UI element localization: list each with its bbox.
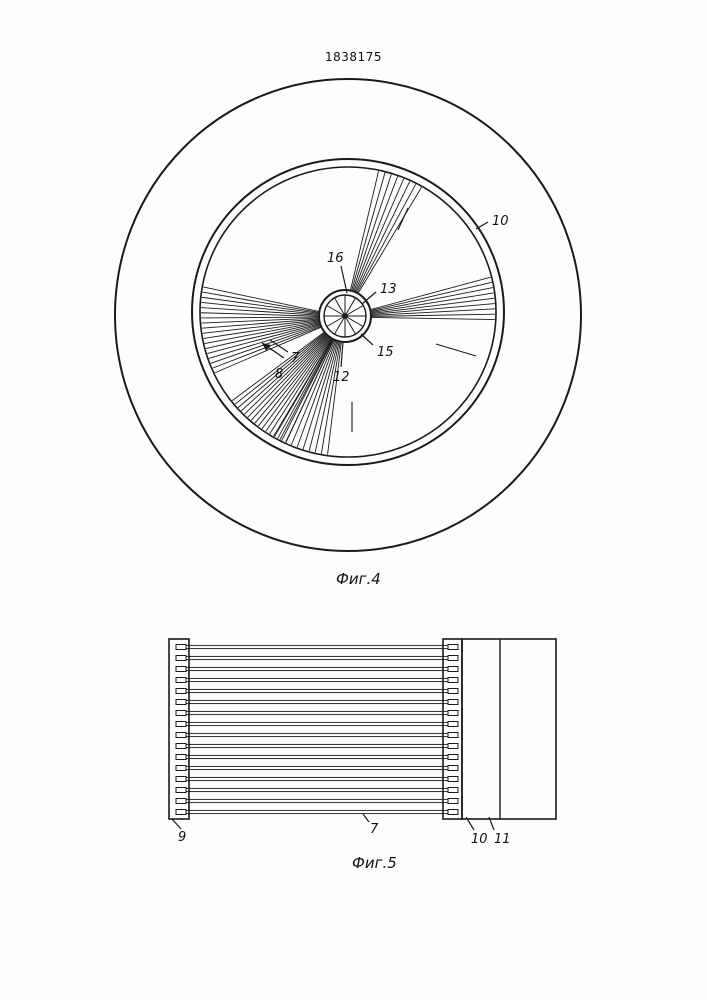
tube-4 bbox=[186, 678, 448, 681]
leader-7b bbox=[363, 814, 369, 822]
leader-9 bbox=[172, 819, 181, 829]
tube-left-fitting-1 bbox=[176, 645, 186, 650]
label-13: 13 bbox=[380, 282, 397, 297]
tube-left-fitting-9 bbox=[176, 733, 186, 738]
tube-spoke-31 bbox=[209, 325, 320, 359]
tube-left-fitting-14 bbox=[176, 788, 186, 793]
tube-spoke-38 bbox=[355, 179, 404, 291]
tube-left-fitting-5 bbox=[176, 689, 186, 694]
tube-right-fitting-2 bbox=[448, 656, 458, 661]
tube-right-fitting-8 bbox=[448, 722, 458, 727]
tube-left-fitting-8 bbox=[176, 722, 186, 727]
label-7: 7 bbox=[291, 351, 300, 366]
tube-2 bbox=[186, 656, 448, 659]
tube-spoke-30 bbox=[207, 324, 319, 354]
tube-spoke-42 bbox=[351, 171, 379, 289]
tube-right-fitting-12 bbox=[448, 766, 458, 771]
tube-1 bbox=[186, 645, 448, 648]
figure-4: 10 16 13 15 12 7 8 Фиг.4 bbox=[115, 79, 581, 588]
tube-spoke-61 bbox=[328, 343, 342, 455]
tube-16 bbox=[186, 810, 448, 813]
tube-spoke-60 bbox=[321, 343, 340, 454]
spoke-marker-2 bbox=[436, 344, 476, 356]
tube-left-fitting-16 bbox=[176, 810, 186, 815]
tube-right-fitting-3 bbox=[448, 667, 458, 672]
leader-15 bbox=[361, 334, 373, 345]
label-10b: 10 bbox=[471, 832, 488, 847]
tube-array bbox=[176, 645, 458, 815]
label-8: 8 bbox=[275, 367, 283, 382]
label-7b: 7 bbox=[370, 822, 379, 837]
tube-spoke-35 bbox=[359, 187, 422, 292]
tube-15 bbox=[186, 799, 448, 802]
tube-right-fitting-13 bbox=[448, 777, 458, 782]
tube-left-fitting-6 bbox=[176, 700, 186, 705]
tube-spoke-19 bbox=[202, 297, 318, 313]
tube-spoke-46 bbox=[372, 304, 495, 315]
tube-spoke-14 bbox=[278, 340, 332, 439]
label-9: 9 bbox=[178, 830, 186, 845]
tube-right-fitting-14 bbox=[448, 788, 458, 793]
figure-5-caption: Фиг.5 bbox=[352, 854, 397, 872]
tube-spoke-37 bbox=[356, 181, 409, 291]
tube-right-fitting-4 bbox=[448, 678, 458, 683]
tube-spoke-18 bbox=[202, 292, 318, 312]
tube-right-fitting-16 bbox=[448, 810, 458, 815]
label-12: 12 bbox=[333, 370, 350, 385]
tube-right-fitting-1 bbox=[448, 645, 458, 650]
tube-left-fitting-12 bbox=[176, 766, 186, 771]
label-16: 16 bbox=[327, 251, 344, 266]
tube-right-fitting-7 bbox=[448, 711, 458, 716]
tube-spoke-39 bbox=[354, 176, 397, 290]
tube-7 bbox=[186, 711, 448, 714]
leader-16 bbox=[341, 266, 347, 293]
housing-block bbox=[462, 639, 556, 819]
tube-spoke-40 bbox=[353, 174, 391, 290]
tube-left-fitting-2 bbox=[176, 656, 186, 661]
tube-6 bbox=[186, 700, 448, 703]
tube-spoke-23 bbox=[201, 317, 318, 318]
tube-11 bbox=[186, 755, 448, 758]
tube-left-fitting-3 bbox=[176, 667, 186, 672]
tube-3 bbox=[186, 667, 448, 670]
tube-spoke-17 bbox=[203, 287, 318, 311]
figure-5: 9 7 10 11 Фиг.5 bbox=[169, 639, 556, 872]
tube-right-fitting-6 bbox=[448, 700, 458, 705]
tube-spoke-43 bbox=[372, 317, 495, 319]
tube-14 bbox=[186, 788, 448, 791]
tube-right-fitting-10 bbox=[448, 744, 458, 749]
hub-center bbox=[342, 313, 348, 319]
tube-13 bbox=[186, 777, 448, 780]
tube-spoke-52 bbox=[275, 339, 332, 436]
tube-right-fitting-15 bbox=[448, 799, 458, 804]
tube-left-fitting-10 bbox=[176, 744, 186, 749]
tube-5 bbox=[186, 689, 448, 692]
figure-4-caption: Фиг.4 bbox=[336, 570, 381, 588]
tube-8 bbox=[186, 722, 448, 725]
label-11: 11 bbox=[494, 832, 511, 847]
tube-spoke-28 bbox=[205, 322, 319, 344]
tube-spoke-53 bbox=[280, 340, 333, 440]
tube-right-fitting-5 bbox=[448, 689, 458, 694]
tube-right-fitting-9 bbox=[448, 733, 458, 738]
tube-left-fitting-7 bbox=[176, 711, 186, 716]
tube-left-fitting-13 bbox=[176, 777, 186, 782]
tube-12 bbox=[186, 766, 448, 769]
tube-10 bbox=[186, 744, 448, 747]
tube-right-fitting-11 bbox=[448, 755, 458, 760]
label-15: 15 bbox=[377, 345, 394, 360]
label-10: 10 bbox=[492, 214, 509, 229]
arrow-8-head bbox=[262, 343, 271, 351]
tube-spoke-12 bbox=[270, 339, 331, 434]
spoke-marker-1 bbox=[398, 208, 408, 230]
tube-left-fitting-4 bbox=[176, 678, 186, 683]
tube-9 bbox=[186, 733, 448, 736]
tube-left-fitting-11 bbox=[176, 755, 186, 760]
tube-left-fitting-15 bbox=[176, 799, 186, 804]
